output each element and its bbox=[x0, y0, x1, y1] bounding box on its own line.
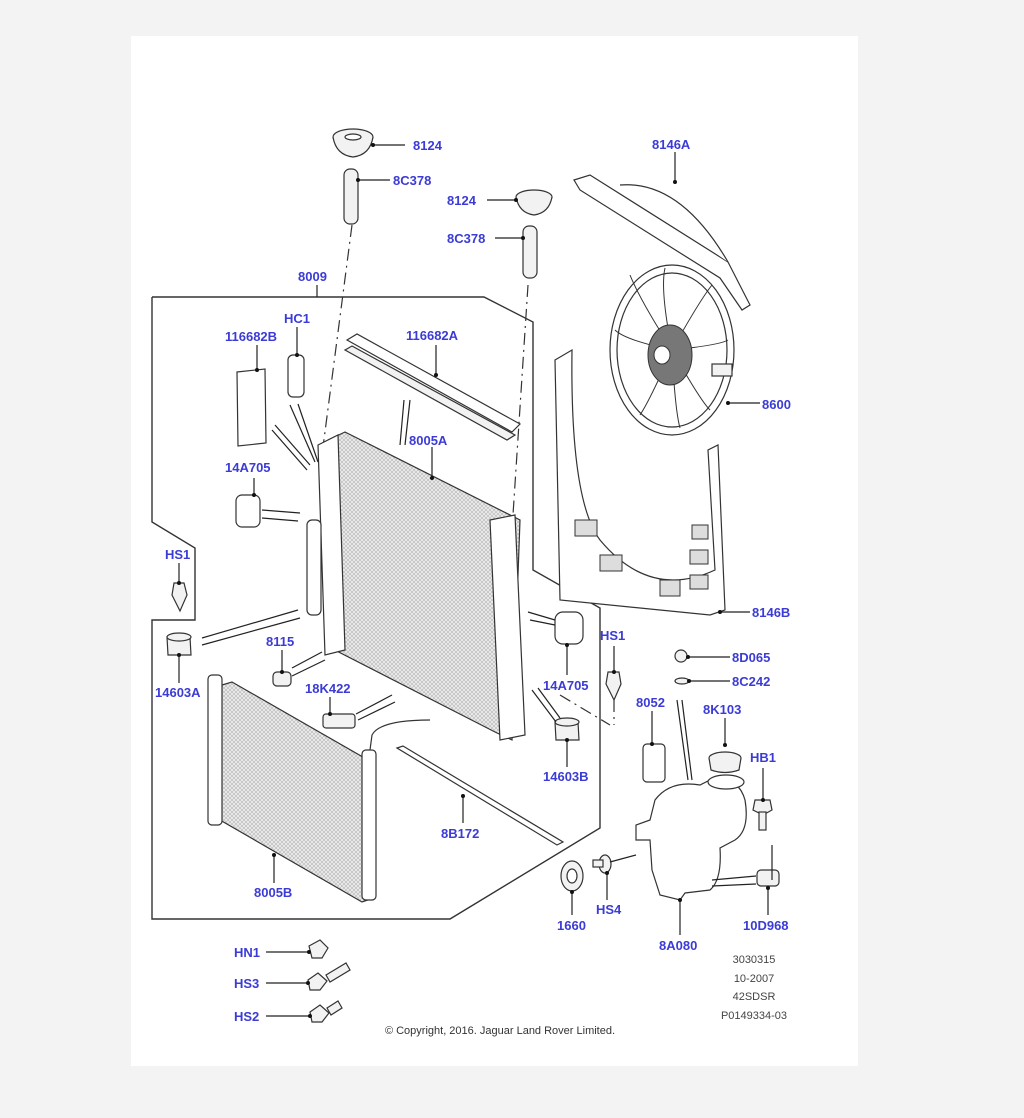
radiator-8005A bbox=[306, 399, 526, 741]
sensor-8052 bbox=[642, 711, 666, 783]
cap-8K103 bbox=[708, 718, 742, 774]
clip-HC1 bbox=[287, 327, 319, 463]
callout-HB1[interactable]: HB1 bbox=[750, 750, 776, 765]
callout-8C242[interactable]: 8C242 bbox=[732, 674, 770, 689]
callout-8115[interactable]: 8115 bbox=[266, 634, 294, 649]
screw-HS4 bbox=[592, 854, 637, 900]
bleed-screw-8D065 bbox=[674, 649, 730, 663]
callout-116682B[interactable]: 116682B bbox=[225, 329, 277, 344]
nut-HN1 bbox=[266, 939, 329, 959]
callout-8005A[interactable]: 8005A bbox=[409, 433, 448, 448]
grommet-1660 bbox=[560, 860, 584, 915]
callout-8146A[interactable]: 8146A bbox=[652, 137, 691, 152]
reference-code: 42SDSR bbox=[733, 991, 776, 1003]
bolt-HS3 bbox=[266, 962, 351, 991]
callout-8124-top[interactable]: 8124 bbox=[413, 138, 443, 153]
reference-number: 3030315 bbox=[733, 954, 776, 966]
callout-8009[interactable]: 8009 bbox=[298, 269, 327, 284]
callout-116682A[interactable]: 116682A bbox=[406, 328, 459, 343]
callout-HN1[interactable]: HN1 bbox=[234, 945, 260, 960]
condenser-8005B bbox=[207, 674, 431, 903]
callout-8B172[interactable]: 8B172 bbox=[441, 826, 479, 841]
callout-14603A[interactable]: 14603A bbox=[155, 685, 201, 700]
callout-8052[interactable]: 8052 bbox=[636, 695, 665, 710]
callout-14A705-left[interactable]: 14A705 bbox=[225, 460, 271, 475]
callout-8005B[interactable]: 8005B bbox=[254, 885, 292, 900]
shroud-8146A bbox=[573, 152, 751, 311]
bracket-14A705-right bbox=[527, 611, 584, 675]
callout-HS1-left[interactable]: HS1 bbox=[165, 547, 190, 562]
fitting-8115 bbox=[272, 650, 326, 687]
screw-HS1-right bbox=[605, 646, 622, 725]
callout-8124-mid[interactable]: 8124 bbox=[447, 193, 477, 208]
callout-8600[interactable]: 8600 bbox=[762, 397, 791, 412]
copyright-notice: © Copyright, 2016. Jaguar Land Rover Lim… bbox=[385, 1025, 615, 1037]
callout-8C378-top[interactable]: 8C378 bbox=[393, 173, 431, 188]
bracket-18K422 bbox=[322, 694, 396, 729]
callout-1660[interactable]: 1660 bbox=[557, 918, 586, 933]
reference-date: 10-2007 bbox=[734, 973, 774, 985]
callout-8D065[interactable]: 8D065 bbox=[732, 650, 770, 665]
axis-line-right bbox=[511, 284, 529, 531]
axis-line-hs1 bbox=[559, 694, 611, 726]
strip-8B172 bbox=[395, 745, 565, 846]
seal-116682A bbox=[343, 333, 521, 441]
callout-HC1[interactable]: HC1 bbox=[284, 311, 310, 326]
cap-8124-top bbox=[332, 128, 405, 158]
bracket-14A705-left bbox=[235, 478, 301, 528]
axis-line-left bbox=[319, 224, 353, 471]
callout-HS2[interactable]: HS2 bbox=[234, 1009, 259, 1024]
callout-8146B[interactable]: 8146B bbox=[752, 605, 790, 620]
bolt-HB1 bbox=[752, 768, 773, 831]
callout-labels: 8124 8C378 8124 8C378 8146A 8009 HC1 116… bbox=[155, 137, 791, 1024]
shroud-8146B bbox=[554, 348, 750, 616]
callout-8A080[interactable]: 8A080 bbox=[659, 938, 697, 953]
bolt-HS2 bbox=[266, 1000, 343, 1023]
expansion-tank-8A080 bbox=[635, 774, 747, 935]
callout-8K103[interactable]: 8K103 bbox=[703, 702, 741, 717]
screw-HS1-left bbox=[171, 563, 188, 613]
pin-8C378-top bbox=[343, 168, 390, 225]
bracket-10D968 bbox=[711, 845, 780, 915]
callout-14A705-right[interactable]: 14A705 bbox=[543, 678, 589, 693]
mount-14603B bbox=[531, 687, 580, 767]
reference-block: 3030315 10-2007 42SDSR P0149334-03 bbox=[721, 954, 787, 1022]
callout-18K422[interactable]: 18K422 bbox=[305, 681, 351, 696]
callout-10D968[interactable]: 10D968 bbox=[743, 918, 789, 933]
fan-8600 bbox=[609, 264, 760, 436]
reference-part-id: P0149334-03 bbox=[721, 1010, 787, 1022]
callout-14603B[interactable]: 14603B bbox=[543, 769, 589, 784]
assembly-frame-8009 bbox=[151, 285, 601, 920]
pin-8C378-mid bbox=[495, 225, 538, 279]
callout-8C378-mid[interactable]: 8C378 bbox=[447, 231, 485, 246]
callout-HS4[interactable]: HS4 bbox=[596, 902, 622, 917]
o-ring-8C242 bbox=[674, 677, 730, 781]
seal-116682B bbox=[236, 345, 311, 471]
mount-14603A bbox=[166, 609, 301, 683]
cap-8124-mid bbox=[487, 189, 553, 216]
callout-HS1-right[interactable]: HS1 bbox=[600, 628, 625, 643]
callout-HS3[interactable]: HS3 bbox=[234, 976, 259, 991]
